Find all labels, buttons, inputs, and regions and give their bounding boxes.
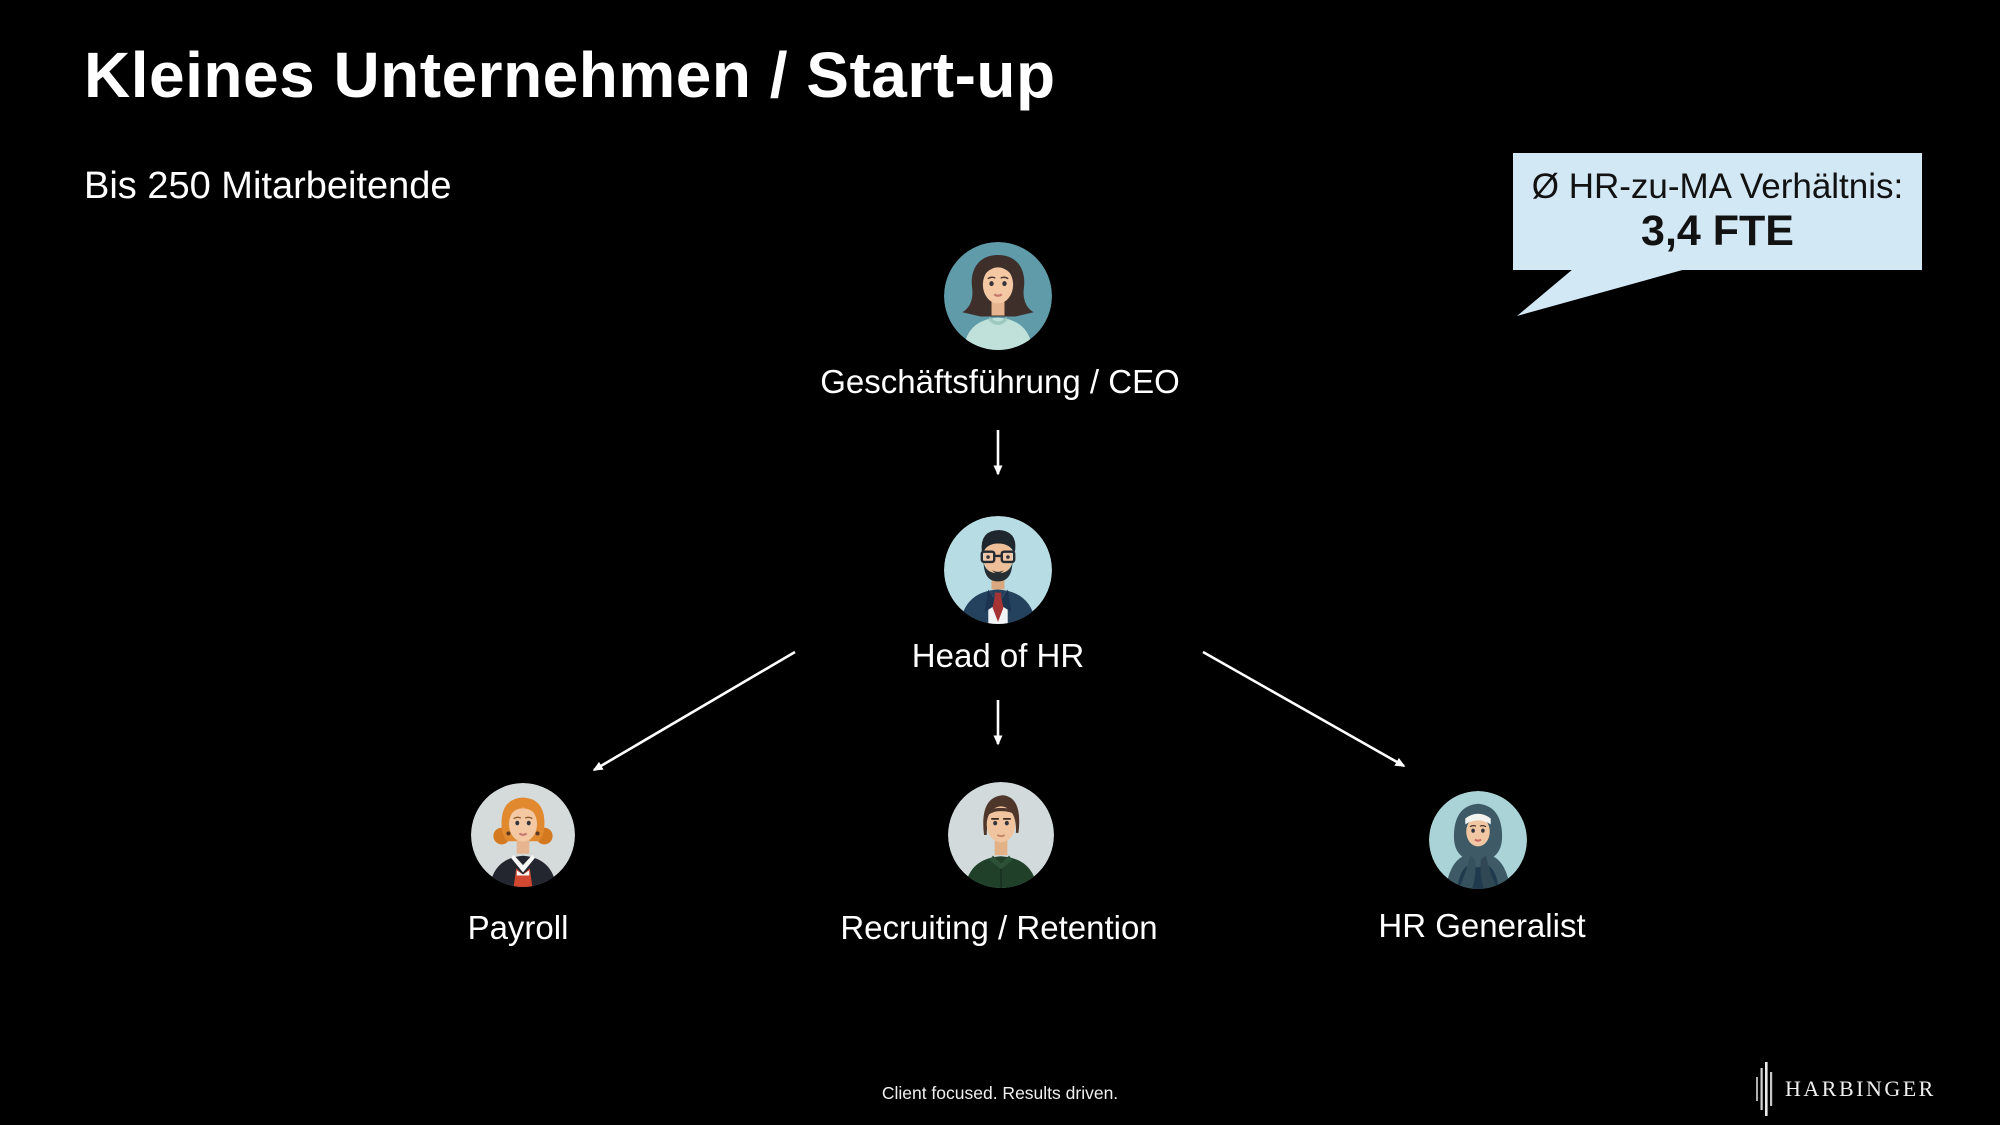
node-label-recruiting: Recruiting / Retention [840, 909, 1158, 946]
hr-ratio-label: Ø HR-zu-MA Verhältnis: [1531, 167, 1904, 207]
callout-tail-icon [1517, 269, 1686, 316]
arrow-headhr-to-payroll [592, 650, 796, 772]
node-label-ceo: Geschäftsführung / CEO [820, 363, 1180, 400]
page-subtitle: Bis 250 Mitarbeitende [84, 165, 452, 207]
hr-ratio-value: 3,4 FTE [1641, 207, 1794, 256]
node-label-hr-generalist: HR Generalist [1378, 907, 1586, 944]
man-beard-glasses-suit-avatar-icon [944, 516, 1052, 624]
arrow-headhr-to-generalist [1202, 650, 1406, 768]
footer-tagline: Client focused. Results driven. [881, 1083, 1119, 1103]
woman-orangehair-avatar-icon [471, 783, 575, 887]
brand-logo-text: HARBINGER [1785, 1076, 1936, 1101]
brand-logo: HARBINGER [1754, 1060, 1936, 1118]
man-greenshirt-avatar-icon [948, 782, 1054, 888]
brand-logo-bars-icon [1756, 1062, 1773, 1116]
woman-darkhair-avatar-icon [944, 242, 1052, 350]
woman-hijab-avatar-icon [1429, 791, 1527, 889]
hr-ratio-callout: Ø HR-zu-MA Verhältnis: 3,4 FTE [1513, 153, 1922, 270]
page-title: Kleines Unternehmen / Start-up [84, 39, 1056, 111]
node-label-payroll: Payroll [467, 909, 569, 946]
node-label-head-of-hr: Head of HR [911, 637, 1085, 674]
